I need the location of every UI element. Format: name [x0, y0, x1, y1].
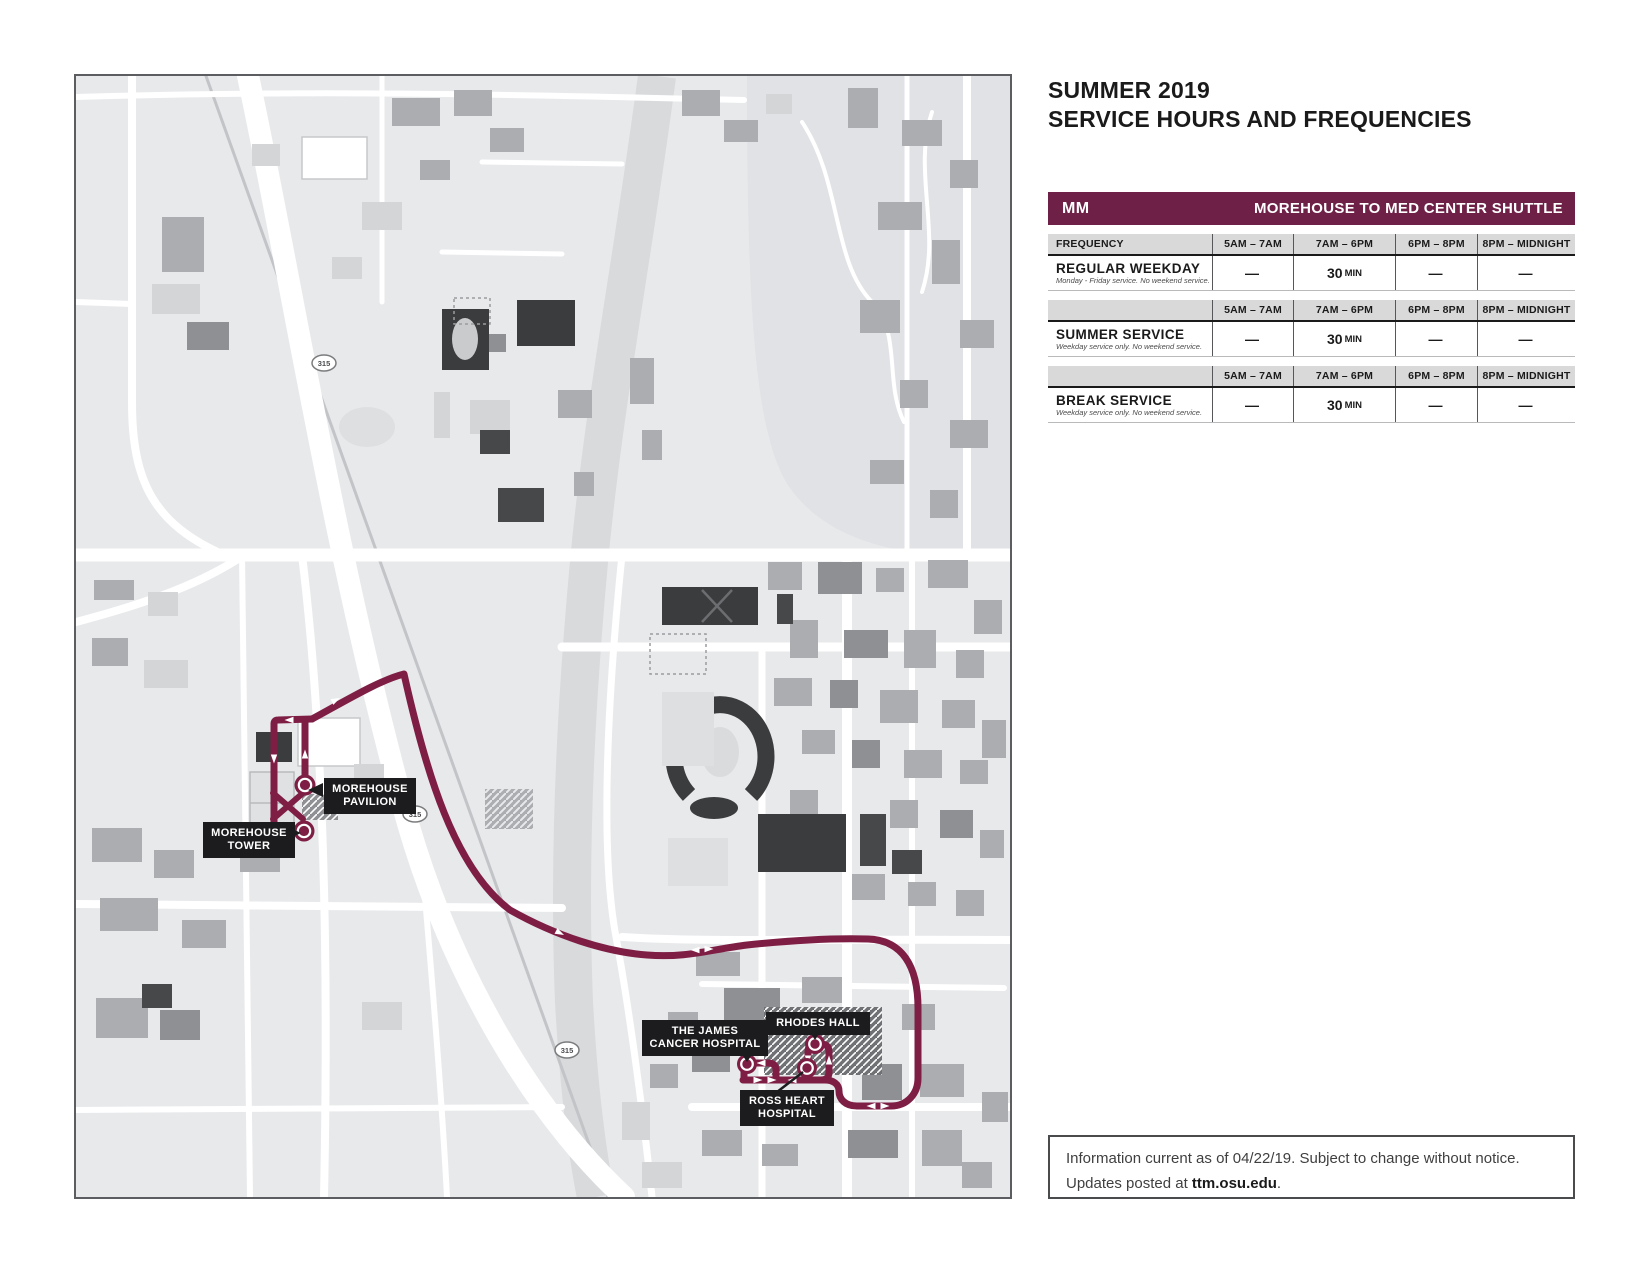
info-note-box: Information current as of 04/22/19. Subj… — [1048, 1135, 1575, 1199]
svg-text:315: 315 — [318, 359, 331, 368]
service-note: Monday - Friday service. No weekend serv… — [1056, 275, 1210, 285]
time-header-row: 5AM – 7AM 7AM – 6PM 6PM – 8PM 8PM – MIDN… — [1048, 366, 1575, 388]
frequency-cell: — — [1395, 256, 1477, 290]
schedule-section-summer-service: 5AM – 7AM 7AM – 6PM 6PM – 8PM 8PM – MIDN… — [1048, 300, 1575, 357]
route-name: MOREHOUSE TO MED CENTER SHUTTLE — [1253, 200, 1563, 217]
time-col-header: 5AM – 7AM — [1212, 234, 1293, 254]
frequency-cell: — — [1477, 256, 1575, 290]
map-buildings — [92, 88, 1008, 1188]
frequency-cell: — — [1477, 388, 1575, 422]
route-morehouse-loop-left — [270, 715, 316, 836]
stop-morehouse-tower — [293, 820, 315, 842]
frequency-cell: — — [1395, 322, 1477, 356]
route-main-path — [308, 670, 922, 1110]
schedule-table: MM MOREHOUSE TO MED CENTER SHUTTLE FREQU… — [1048, 192, 1575, 423]
schedule-section-regular-weekday: FREQUENCY 5AM – 7AM 7AM – 6PM 6PM – 8PM … — [1048, 234, 1575, 291]
time-col-header: 6PM – 8PM — [1395, 234, 1477, 254]
info-note-line1: Information current as of 04/22/19. Subj… — [1066, 1150, 1520, 1167]
time-header-row: FREQUENCY 5AM – 7AM 7AM – 6PM 6PM – 8PM … — [1048, 234, 1575, 256]
time-col-header: 5AM – 7AM — [1212, 300, 1293, 320]
time-header-row: 5AM – 7AM 7AM – 6PM 6PM – 8PM 8PM – MIDN… — [1048, 300, 1575, 322]
service-note: Weekday service only. No weekend service… — [1056, 407, 1203, 417]
schedule-section-break-service: 5AM – 7AM 7AM – 6PM 6PM – 8PM 8PM – MIDN… — [1048, 366, 1575, 423]
time-col-header: 8PM – MIDNIGHT — [1477, 300, 1575, 320]
time-col-header: 7AM – 6PM — [1293, 300, 1395, 320]
info-note-line2: Updates posted at ttm.osu.edu. — [1066, 1175, 1282, 1192]
time-col-header: 5AM – 7AM — [1212, 366, 1293, 386]
campus-shuttle-map: 315 315 315 MOREHOUSE PAVILION MOREHOUSE… — [74, 74, 1012, 1199]
svg-text:315: 315 — [409, 810, 422, 819]
frequency-cell: — — [1212, 388, 1293, 422]
route-header-bar: MM MOREHOUSE TO MED CENTER SHUTTLE — [1048, 192, 1575, 225]
page-title: SUMMER 2019 SERVICE HOURS AND FREQUENCIE… — [1048, 76, 1472, 134]
service-name: SUMMER SERVICE — [1056, 326, 1185, 342]
label-james-cancer-hospital: THE JAMES CANCER HOSPITAL — [642, 1020, 768, 1056]
map-svg: 315 315 315 — [76, 76, 1010, 1197]
time-col-header: 7AM – 6PM — [1293, 366, 1395, 386]
highway-315-shield-icon: 315 — [311, 354, 337, 372]
label-rhodes-hall: RHODES HALL — [766, 1012, 870, 1035]
frequency-cell: — — [1395, 388, 1477, 422]
service-note: Weekday service only. No weekend service… — [1056, 341, 1203, 351]
page-title-line2: SERVICE HOURS AND FREQUENCIES — [1048, 106, 1472, 132]
time-col-header: 8PM – MIDNIGHT — [1477, 366, 1575, 386]
time-col-header: 7AM – 6PM — [1293, 234, 1395, 254]
highway-315-shield-icon: 315 — [554, 1041, 580, 1059]
frequency-row: REGULAR WEEKDAY Monday - Friday service.… — [1048, 256, 1575, 291]
route-crossover — [270, 790, 306, 822]
frequency-row: SUMMER SERVICE Weekday service only. No … — [1048, 322, 1575, 357]
label-morehouse-pavilion: MOREHOUSE PAVILION — [324, 778, 416, 814]
svg-text:315: 315 — [561, 1046, 574, 1055]
time-col-header: 8PM – MIDNIGHT — [1477, 234, 1575, 254]
frequency-cell: — — [1212, 256, 1293, 290]
frequency-header: FREQUENCY — [1056, 238, 1124, 250]
label-morehouse-tower: MOREHOUSE TOWER — [203, 822, 295, 858]
frequency-row: BREAK SERVICE Weekday service only. No w… — [1048, 388, 1575, 423]
label-ross-heart-hospital: ROSS HEART HOSPITAL — [740, 1090, 834, 1126]
page-title-line1: SUMMER 2019 — [1048, 77, 1210, 103]
frequency-cell: — — [1212, 322, 1293, 356]
service-name: REGULAR WEEKDAY — [1056, 260, 1201, 276]
stop-morehouse-pavilion — [294, 774, 316, 796]
time-col-header: 6PM – 8PM — [1395, 366, 1477, 386]
frequency-cell: — — [1477, 322, 1575, 356]
updates-url: ttm.osu.edu — [1191, 1175, 1277, 1192]
service-name: BREAK SERVICE — [1056, 392, 1172, 408]
time-col-header: 6PM – 8PM — [1395, 300, 1477, 320]
shuttle-route-line — [270, 670, 922, 1110]
route-code: MM — [1062, 199, 1090, 217]
